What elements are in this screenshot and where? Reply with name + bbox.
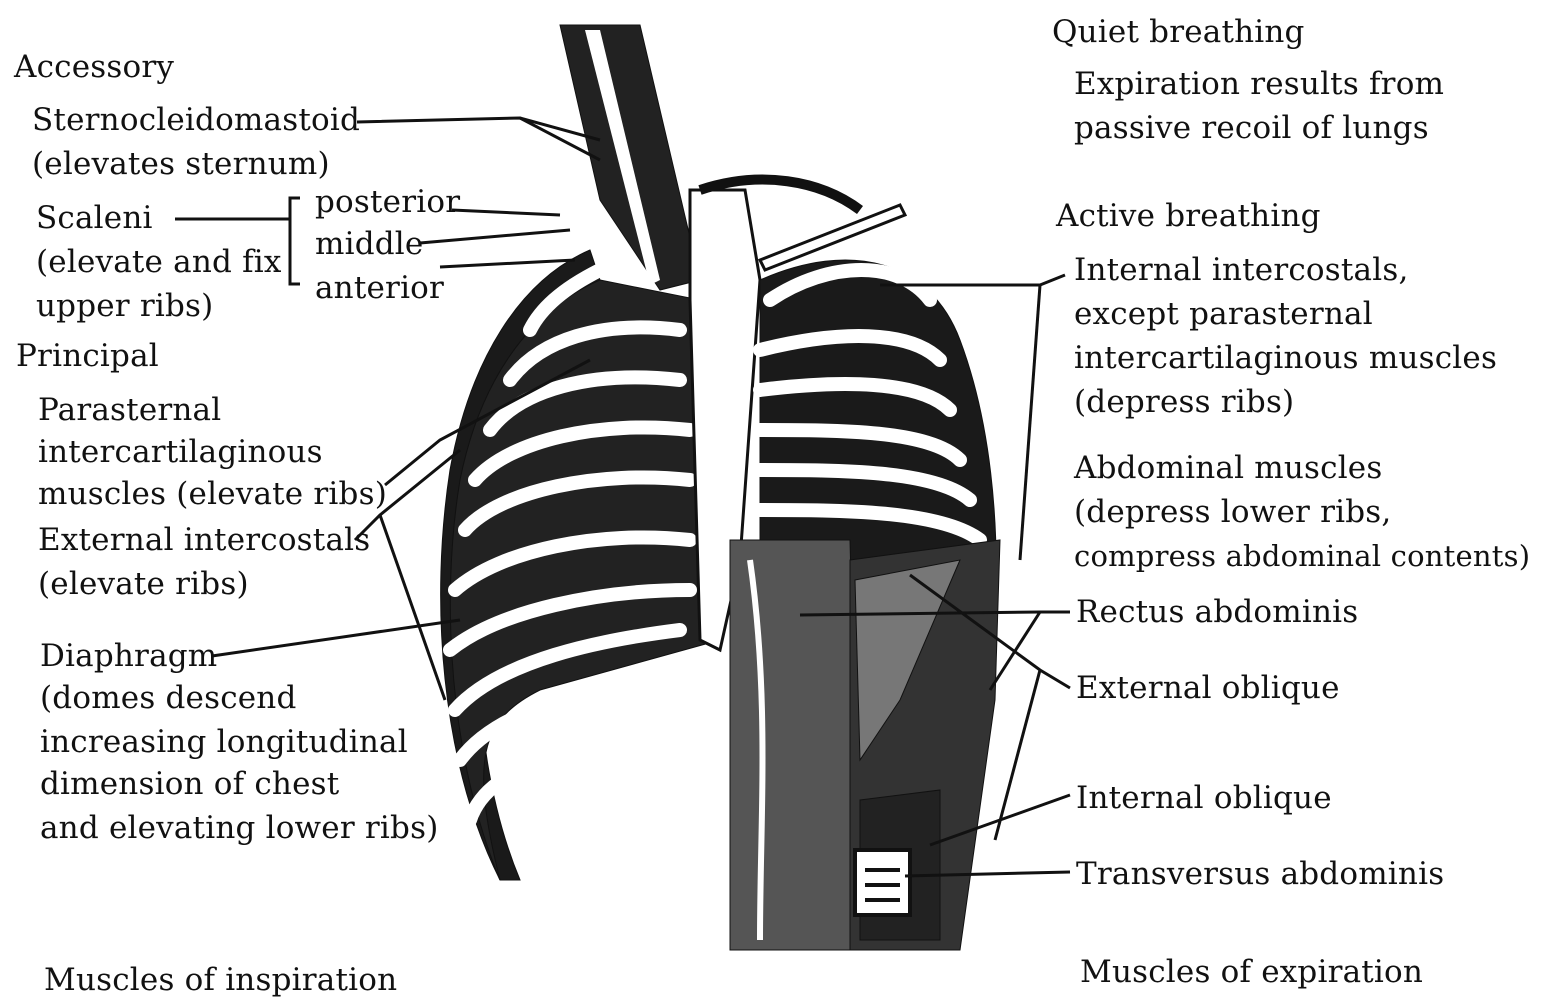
internal-intercostals-line-1: Internal intercostals, — [1074, 248, 1409, 292]
principal-heading: Principal — [16, 334, 159, 378]
external-intercostals-label: External intercostals — [38, 518, 370, 562]
active-breathing-heading: Active breathing — [1056, 194, 1321, 238]
abdominal-line-1: Abdominal muscles — [1074, 446, 1382, 490]
parasternal-line-2: intercartilaginous — [38, 430, 323, 474]
scaleni-note-line-1: (elevate and fix — [36, 240, 282, 284]
rectus-abdominis-label: Rectus abdominis — [1076, 590, 1358, 634]
diaphragm-note-line-3: dimension of chest — [40, 762, 339, 806]
scaleni-label: Scaleni — [36, 196, 153, 240]
scalenus-anterior-label: anterior — [315, 266, 444, 310]
diaphragm-note-line-1: (domes descend — [40, 676, 297, 720]
scalenus-posterior-label: posterior — [315, 180, 460, 224]
parasternal-line-3: muscles (elevate ribs) — [38, 472, 387, 516]
internal-intercostals-line-2: except parasternal — [1074, 292, 1373, 336]
accessory-heading: Accessory — [14, 45, 174, 89]
expiration-caption: Muscles of expiration — [1080, 950, 1423, 994]
abdominal-line-3: compress abdominal contents) — [1074, 534, 1530, 578]
internal-intercostals-line-3: intercartilaginous muscles — [1074, 336, 1497, 380]
external-oblique-label: External oblique — [1076, 666, 1340, 710]
inspiration-caption: Muscles of inspiration — [44, 958, 397, 1002]
leader-sternocleidomastoid — [357, 118, 600, 140]
quiet-breathing-heading: Quiet breathing — [1052, 10, 1305, 54]
leader-posterior — [452, 210, 560, 215]
transversus-abdominis-label: Transversus abdominis — [1076, 852, 1444, 896]
diaphragm-label: Diaphragm — [40, 634, 217, 678]
abdominal-wall — [730, 540, 1000, 950]
leader-scaleni-bracket — [290, 198, 300, 284]
diaphragm-note-line-2: increasing longitudinal — [40, 720, 408, 764]
quiet-note-line-1: Expiration results from — [1074, 62, 1444, 106]
diaphragm-note-line-4: and elevating lower ribs) — [40, 806, 439, 850]
sternocleidomastoid-label: Sternocleidomastoid — [32, 98, 360, 142]
scalenus-middle-label: middle — [315, 222, 423, 266]
leader-anterior — [440, 260, 575, 267]
abdominal-line-2: (depress lower ribs, — [1074, 490, 1391, 534]
external-intercostals-note: (elevate ribs) — [38, 562, 249, 606]
sternocleidomastoid-note: (elevates sternum) — [32, 142, 330, 186]
quiet-note-line-2: passive recoil of lungs — [1074, 106, 1429, 150]
leader-middle — [420, 230, 570, 243]
scaleni-note-line-2: upper ribs) — [36, 284, 213, 328]
internal-intercostals-line-4: (depress ribs) — [1074, 380, 1294, 424]
internal-oblique-label: Internal oblique — [1076, 776, 1332, 820]
parasternal-line-1: Parasternal — [38, 388, 221, 432]
